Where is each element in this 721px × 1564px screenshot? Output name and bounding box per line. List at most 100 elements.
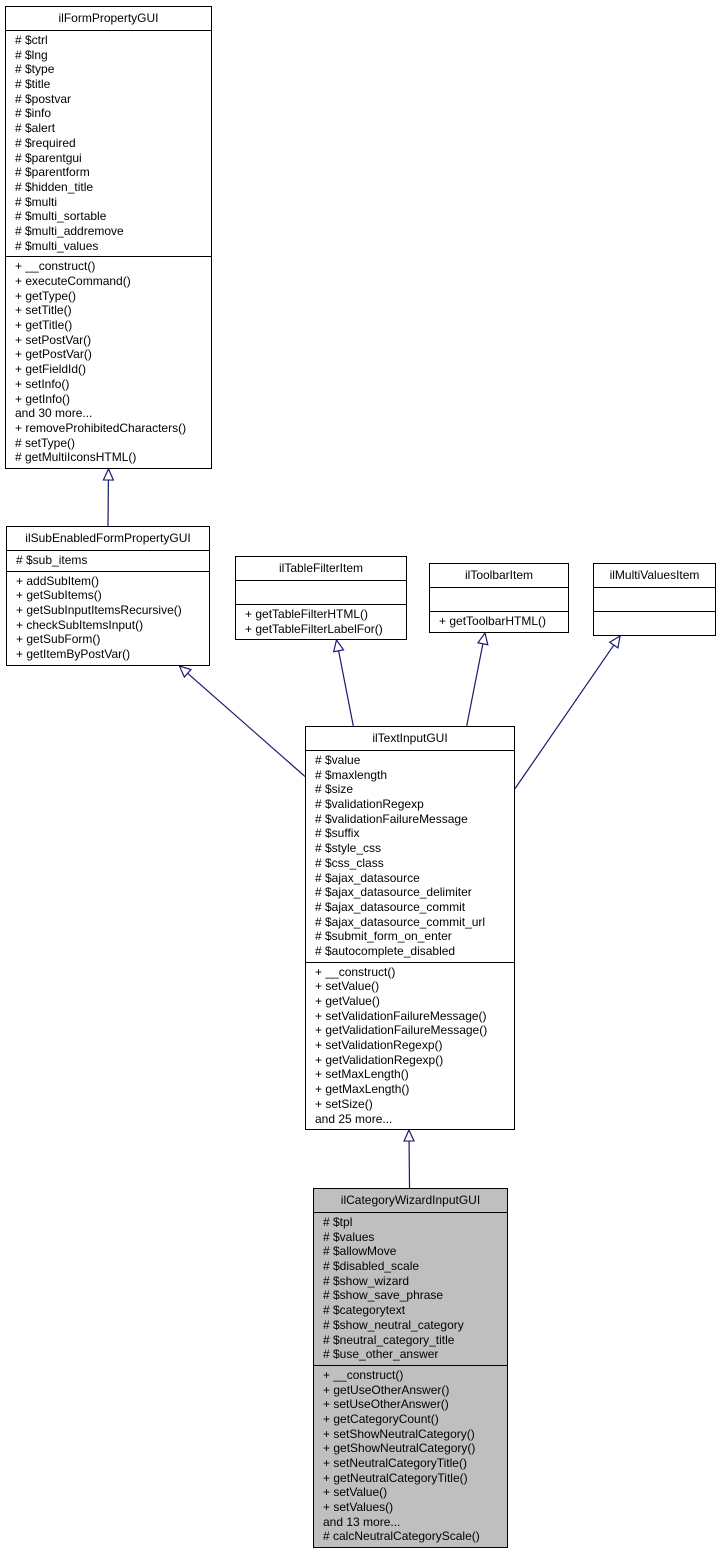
class-member: + getShowNeutralCategory() (323, 1441, 476, 1456)
class-member: + setValues() (323, 1500, 394, 1515)
class-title: ilTextInputGUI (306, 727, 514, 751)
attributes-section (236, 581, 406, 604)
edge-ilTextInputGUI-to-ilTableFilterItem (338, 650, 354, 727)
class-member: # $lng (15, 47, 48, 62)
class-member: # $ajax_datasource_delimiter (315, 885, 472, 900)
class-member: + setInfo() (15, 376, 70, 391)
class-ilSubEnabledFormPropertyGUI[interactable]: ilSubEnabledFormPropertyGUI # $sub_items… (6, 526, 210, 666)
class-member: # $parentgui (15, 150, 82, 165)
class-member: # $value (315, 753, 361, 767)
class-member: # $autocomplete_disabled (315, 943, 456, 958)
methods-section: + __construct()+ executeCommand()+ getTy… (6, 256, 211, 468)
class-title: ilToolbarItem (430, 564, 568, 588)
class-member: + getValidationRegexp() (315, 1052, 444, 1067)
class-member: # $values (323, 1229, 375, 1244)
class-member: # $show_neutral_category (323, 1317, 464, 1332)
class-member: # $multi_values (15, 238, 99, 253)
class-member: + getCategoryCount() (323, 1411, 439, 1426)
class-member: + getPostVar() (15, 347, 92, 362)
class-member: + setNeutralCategoryTitle() (323, 1456, 467, 1470)
attributes-section (430, 588, 568, 611)
methods-section: + __construct()+ setValue()+ getValue()+… (306, 961, 514, 1130)
class-member: + setValue() (323, 1485, 388, 1500)
class-member: # $multi (15, 194, 58, 209)
attributes-section: # $tpl# $values# $allowMove# $disabled_s… (314, 1213, 507, 1365)
class-member: + getInfo() (15, 391, 71, 406)
class-ilCategoryWizardInputGUI[interactable]: ilCategoryWizardInputGUI # $tpl# $values… (313, 1188, 508, 1549)
class-member: + setUseOtherAnswer() (323, 1397, 449, 1412)
methods-section (594, 611, 715, 635)
class-member: # calcNeutralCategoryScale() (323, 1529, 480, 1544)
class-title: ilMultiValuesItem (594, 564, 715, 588)
class-member: + getTableFilterHTML() (245, 607, 369, 621)
class-member: + getTitle() (15, 318, 73, 333)
class-member: # $alert (15, 121, 56, 136)
class-member: # $tpl (323, 1215, 353, 1229)
class-member: # $required (15, 135, 76, 150)
methods-section: + __construct()+ getUseOtherAnswer()+ se… (314, 1364, 507, 1547)
class-member: + executeCommand() (15, 274, 131, 288)
class-member: + __construct() (15, 259, 96, 274)
class-member: + getItemByPostVar() (16, 647, 131, 662)
class-member: + getValidationFailureMessage() (315, 1023, 488, 1038)
class-ilTableFilterItem[interactable]: ilTableFilterItem + getTableFilterHTML()… (235, 556, 407, 641)
class-member: # $show_wizard (323, 1273, 410, 1288)
class-member: # $use_other_answer (323, 1347, 439, 1362)
class-member: # setType() (15, 435, 76, 450)
class-member: # $postvar (15, 91, 72, 106)
class-title: ilCategoryWizardInputGUI (314, 1189, 507, 1213)
class-member: + setValidationFailureMessage() (315, 1008, 487, 1023)
more-members-note: and 13 more... (323, 1514, 401, 1529)
class-member: + getNeutralCategoryTitle() (323, 1470, 468, 1485)
class-member: + getFieldId() (15, 362, 87, 377)
edge-ilTextInputGUI-to-ilToolbarItem (466, 643, 484, 727)
class-member: # $ctrl (15, 33, 48, 47)
class-member: # $allowMove (323, 1244, 397, 1259)
class-member: + __construct() (323, 1367, 404, 1382)
class-member: # getMultiIconsHTML() (15, 450, 137, 465)
methods-section: + addSubItem()+ getSubItems()+ getSubInp… (7, 570, 209, 665)
class-member: # $neutral_category_title (323, 1332, 455, 1347)
class-member: + setSize() (315, 1096, 373, 1111)
more-members-note: and 30 more... (15, 406, 93, 421)
class-member: + getSubItems() (16, 588, 102, 603)
class-member: + getToolbarHTML() (439, 614, 547, 628)
class-member: + setMaxLength() (315, 1067, 409, 1082)
class-member: + setValidationRegexp() (315, 1038, 443, 1053)
class-ilToolbarItem[interactable]: ilToolbarItem + getToolbarHTML() (429, 563, 569, 633)
more-members-note: and 25 more... (315, 1111, 393, 1126)
class-member: # $ajax_datasource (315, 870, 420, 885)
class-member: # $parentform (15, 165, 90, 180)
edge-ilTextInputGUI-to-ilSubEnabledFormPropertyGUI (187, 672, 306, 777)
methods-section: + getTableFilterHTML()+ getTableFilterLa… (236, 604, 406, 639)
class-member: # $css_class (315, 855, 384, 870)
class-member: + addSubItem() (16, 573, 100, 588)
class-member: # $show_save_phrase (323, 1288, 444, 1303)
class-member: # $validationFailureMessage (315, 811, 468, 826)
inheritance-arrowhead (403, 1128, 415, 1142)
class-ilTextInputGUI[interactable]: ilTextInputGUI # $value# $maxlength# $si… (305, 726, 515, 1131)
attributes-section: # $value# $maxlength# $size# $validation… (306, 751, 514, 962)
class-member: # $categorytext (323, 1303, 406, 1318)
class-member: + setShowNeutralCategory() (323, 1426, 475, 1441)
class-member: # $size (315, 782, 354, 797)
inheritance-arrowhead (332, 638, 345, 653)
class-member: + getSubForm() (16, 632, 101, 647)
class-member: # $disabled_scale (323, 1259, 420, 1274)
class-member: # $validationRegexp (315, 797, 424, 812)
class-member: + removeProhibitedCharacters() (15, 420, 187, 435)
class-ilFormPropertyGUI[interactable]: ilFormPropertyGUI # $ctrl# $lng# $type# … (5, 6, 212, 469)
class-member: # $type (15, 62, 55, 77)
inheritance-arrowhead (476, 631, 489, 646)
class-member: # $info (15, 106, 52, 121)
class-member: # $hidden_title (15, 179, 94, 194)
attributes-section: # $sub_items (7, 551, 209, 571)
class-member: + getTableFilterLabelFor() (245, 621, 383, 636)
class-member: + setTitle() (15, 303, 72, 318)
class-member: # $multi_addremove (15, 223, 124, 238)
class-ilMultiValuesItem[interactable]: ilMultiValuesItem (593, 563, 716, 636)
class-member: + getMaxLength() (315, 1082, 410, 1097)
class-member: # $sub_items (16, 553, 88, 567)
class-member: # $ajax_datasource_commit_url (315, 914, 486, 929)
